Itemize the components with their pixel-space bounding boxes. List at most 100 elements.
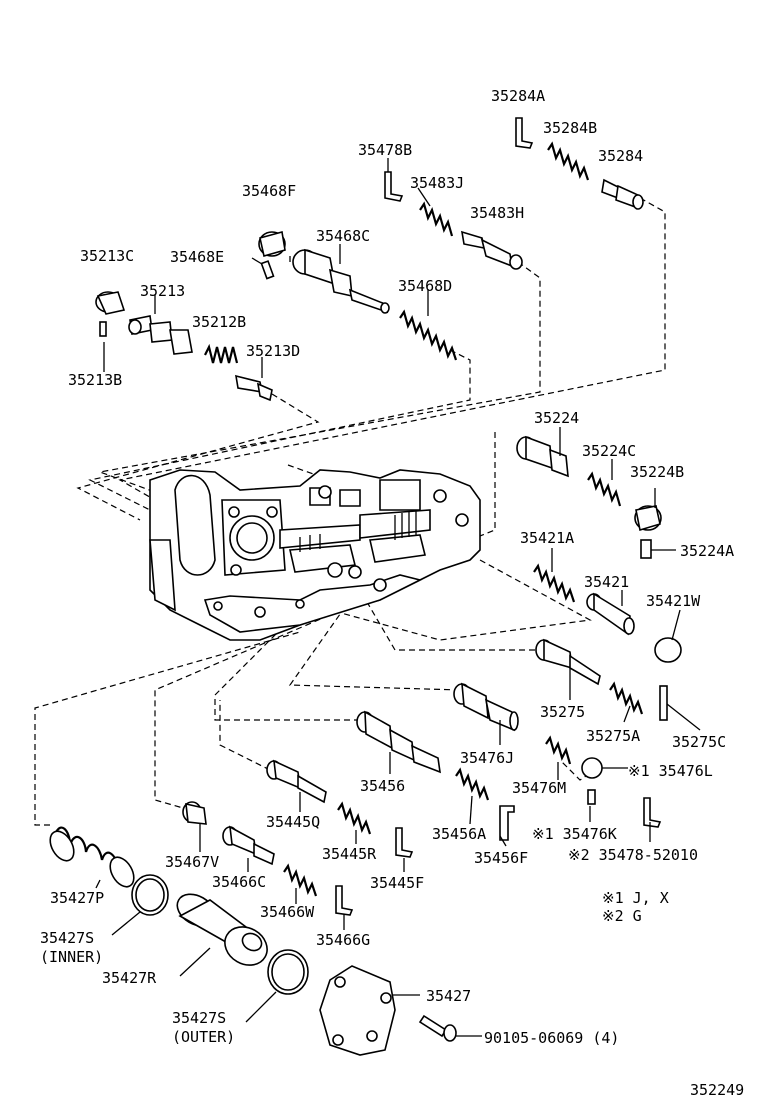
part-35476K-pin: [587, 789, 596, 805]
part-35476L-plug: [581, 757, 603, 779]
part-35427S-outer-ring: [267, 949, 309, 995]
label-35224C: 35224C: [582, 442, 637, 460]
label-35467V: 35467V: [165, 853, 220, 871]
part-35478B-bracket: [384, 171, 404, 202]
label-35421: 35421: [584, 573, 630, 591]
part-35445Q-valve: [266, 759, 327, 804]
assembly-dashed-lines: [34, 197, 666, 826]
label-35284: 35284: [598, 147, 644, 165]
part-35468C-valve: [292, 248, 390, 314]
label-35468C: 35468C: [316, 227, 371, 245]
label-35466C: 35466C: [212, 873, 267, 891]
label-35445F: 35445F: [370, 874, 425, 892]
part-35224-valve: [516, 435, 569, 478]
part-35284-plunger: [601, 178, 644, 210]
label-35275C: 35275C: [672, 733, 727, 751]
part-90105-06069-bolt: [418, 1014, 457, 1042]
label-35421W: 35421W: [646, 592, 701, 610]
part-35213B-pin: [99, 321, 107, 337]
label-35476M: 35476M: [512, 779, 567, 797]
part-35427-cover: [319, 965, 396, 1056]
label-90105-06069: 90105-06069 (4): [484, 1029, 620, 1047]
label-35445Q: 35445Q: [266, 813, 321, 831]
part-35466W-spring: [283, 863, 318, 897]
label-35224B: 35224B: [630, 463, 685, 481]
part-35456F-bracket: [499, 805, 515, 841]
label-35478-52010: ※2 35478-52010: [568, 846, 698, 864]
part-35213C-plug: [95, 291, 126, 315]
label-35468E: 35468E: [170, 248, 225, 266]
part-35478-52010-bracket: [643, 797, 662, 828]
label-35213C: 35213C: [80, 247, 135, 265]
part-35212B-spring: [204, 343, 239, 364]
part-35468D-spring: [399, 309, 458, 361]
part-35224C-spring: [587, 471, 622, 507]
label-35445R: 35445R: [322, 845, 377, 863]
note-2: ※2 G: [602, 907, 642, 925]
part-35275C-pin: [659, 685, 668, 721]
label-35466G: 35466G: [316, 931, 371, 949]
label-35427: 35427: [426, 987, 472, 1005]
label-35427S-inner: 35427S: [40, 929, 95, 947]
valve-body: [149, 469, 481, 641]
part-35275-valve: [535, 638, 601, 686]
part-35468E-pin: [260, 260, 275, 280]
part-35483J-spring: [419, 201, 454, 237]
label-35275A: 35275A: [586, 727, 641, 745]
part-35467V-plug: [182, 801, 207, 825]
part-35476J-valve: [453, 682, 519, 732]
part-35224A-pin: [640, 539, 652, 559]
part-35445F-bracket: [395, 827, 414, 858]
label-35275: 35275: [540, 703, 586, 721]
label-35483H: 35483H: [470, 204, 525, 222]
label-35456A: 35456A: [432, 825, 487, 843]
part-35427P-spring: [49, 826, 135, 888]
part-35427R-piston: [176, 893, 268, 966]
label-35213D: 35213D: [246, 342, 301, 360]
part-35213-valve: [128, 315, 193, 355]
label-35427R: 35427R: [102, 969, 157, 987]
label-35476J: 35476J: [460, 749, 515, 767]
diagram-id: 352249: [690, 1081, 745, 1099]
label-35483J: 35483J: [410, 174, 465, 192]
part-35466C-valve: [222, 825, 275, 866]
part-35421W-plug: [654, 637, 682, 663]
label-35478B: 35478B: [358, 141, 413, 159]
part-35483H-valve: [460, 230, 523, 270]
label-35284A: 35284A: [491, 87, 546, 105]
note-1: ※1 J, X: [602, 889, 669, 907]
part-35275A-spring: [609, 681, 644, 715]
part-35284B-spring: [547, 141, 590, 181]
part-35427S-inner-ring: [131, 874, 169, 916]
part-35284A-bracket: [515, 117, 534, 149]
part-35421-valve: [586, 592, 635, 636]
label-35284B: 35284B: [543, 119, 598, 137]
part-35476M-spring: [545, 735, 572, 765]
part-35445R-spring: [337, 801, 372, 835]
part-35213D-plunger: [235, 374, 273, 402]
part-35456A-spring: [455, 767, 490, 801]
label-35456: 35456: [360, 777, 406, 795]
label-35466W: 35466W: [260, 903, 315, 921]
part-35468F-plug: [258, 230, 286, 258]
label-35427S-outer: 35427S: [172, 1009, 227, 1027]
label-35213B: 35213B: [68, 371, 123, 389]
label-inner: (INNER): [40, 948, 104, 966]
label-35427P: 35427P: [50, 889, 105, 907]
label-35468D: 35468D: [398, 277, 453, 295]
label-35213: 35213: [140, 282, 186, 300]
label-35421A: 35421A: [520, 529, 575, 547]
label-35468F: 35468F: [242, 182, 297, 200]
part-35421A-spring: [533, 563, 576, 603]
part-35466G-bracket: [335, 885, 354, 916]
label-35456F: 35456F: [474, 849, 529, 867]
label-35224A: 35224A: [680, 542, 735, 560]
label-35476L: ※1 35476L: [628, 762, 713, 780]
part-35456-valve: [356, 710, 441, 774]
label-outer: (OUTER): [172, 1028, 236, 1046]
part-35224B-plug: [634, 505, 662, 532]
label-35476K: ※1 35476K: [532, 825, 617, 843]
label-35212B: 35212B: [192, 313, 247, 331]
